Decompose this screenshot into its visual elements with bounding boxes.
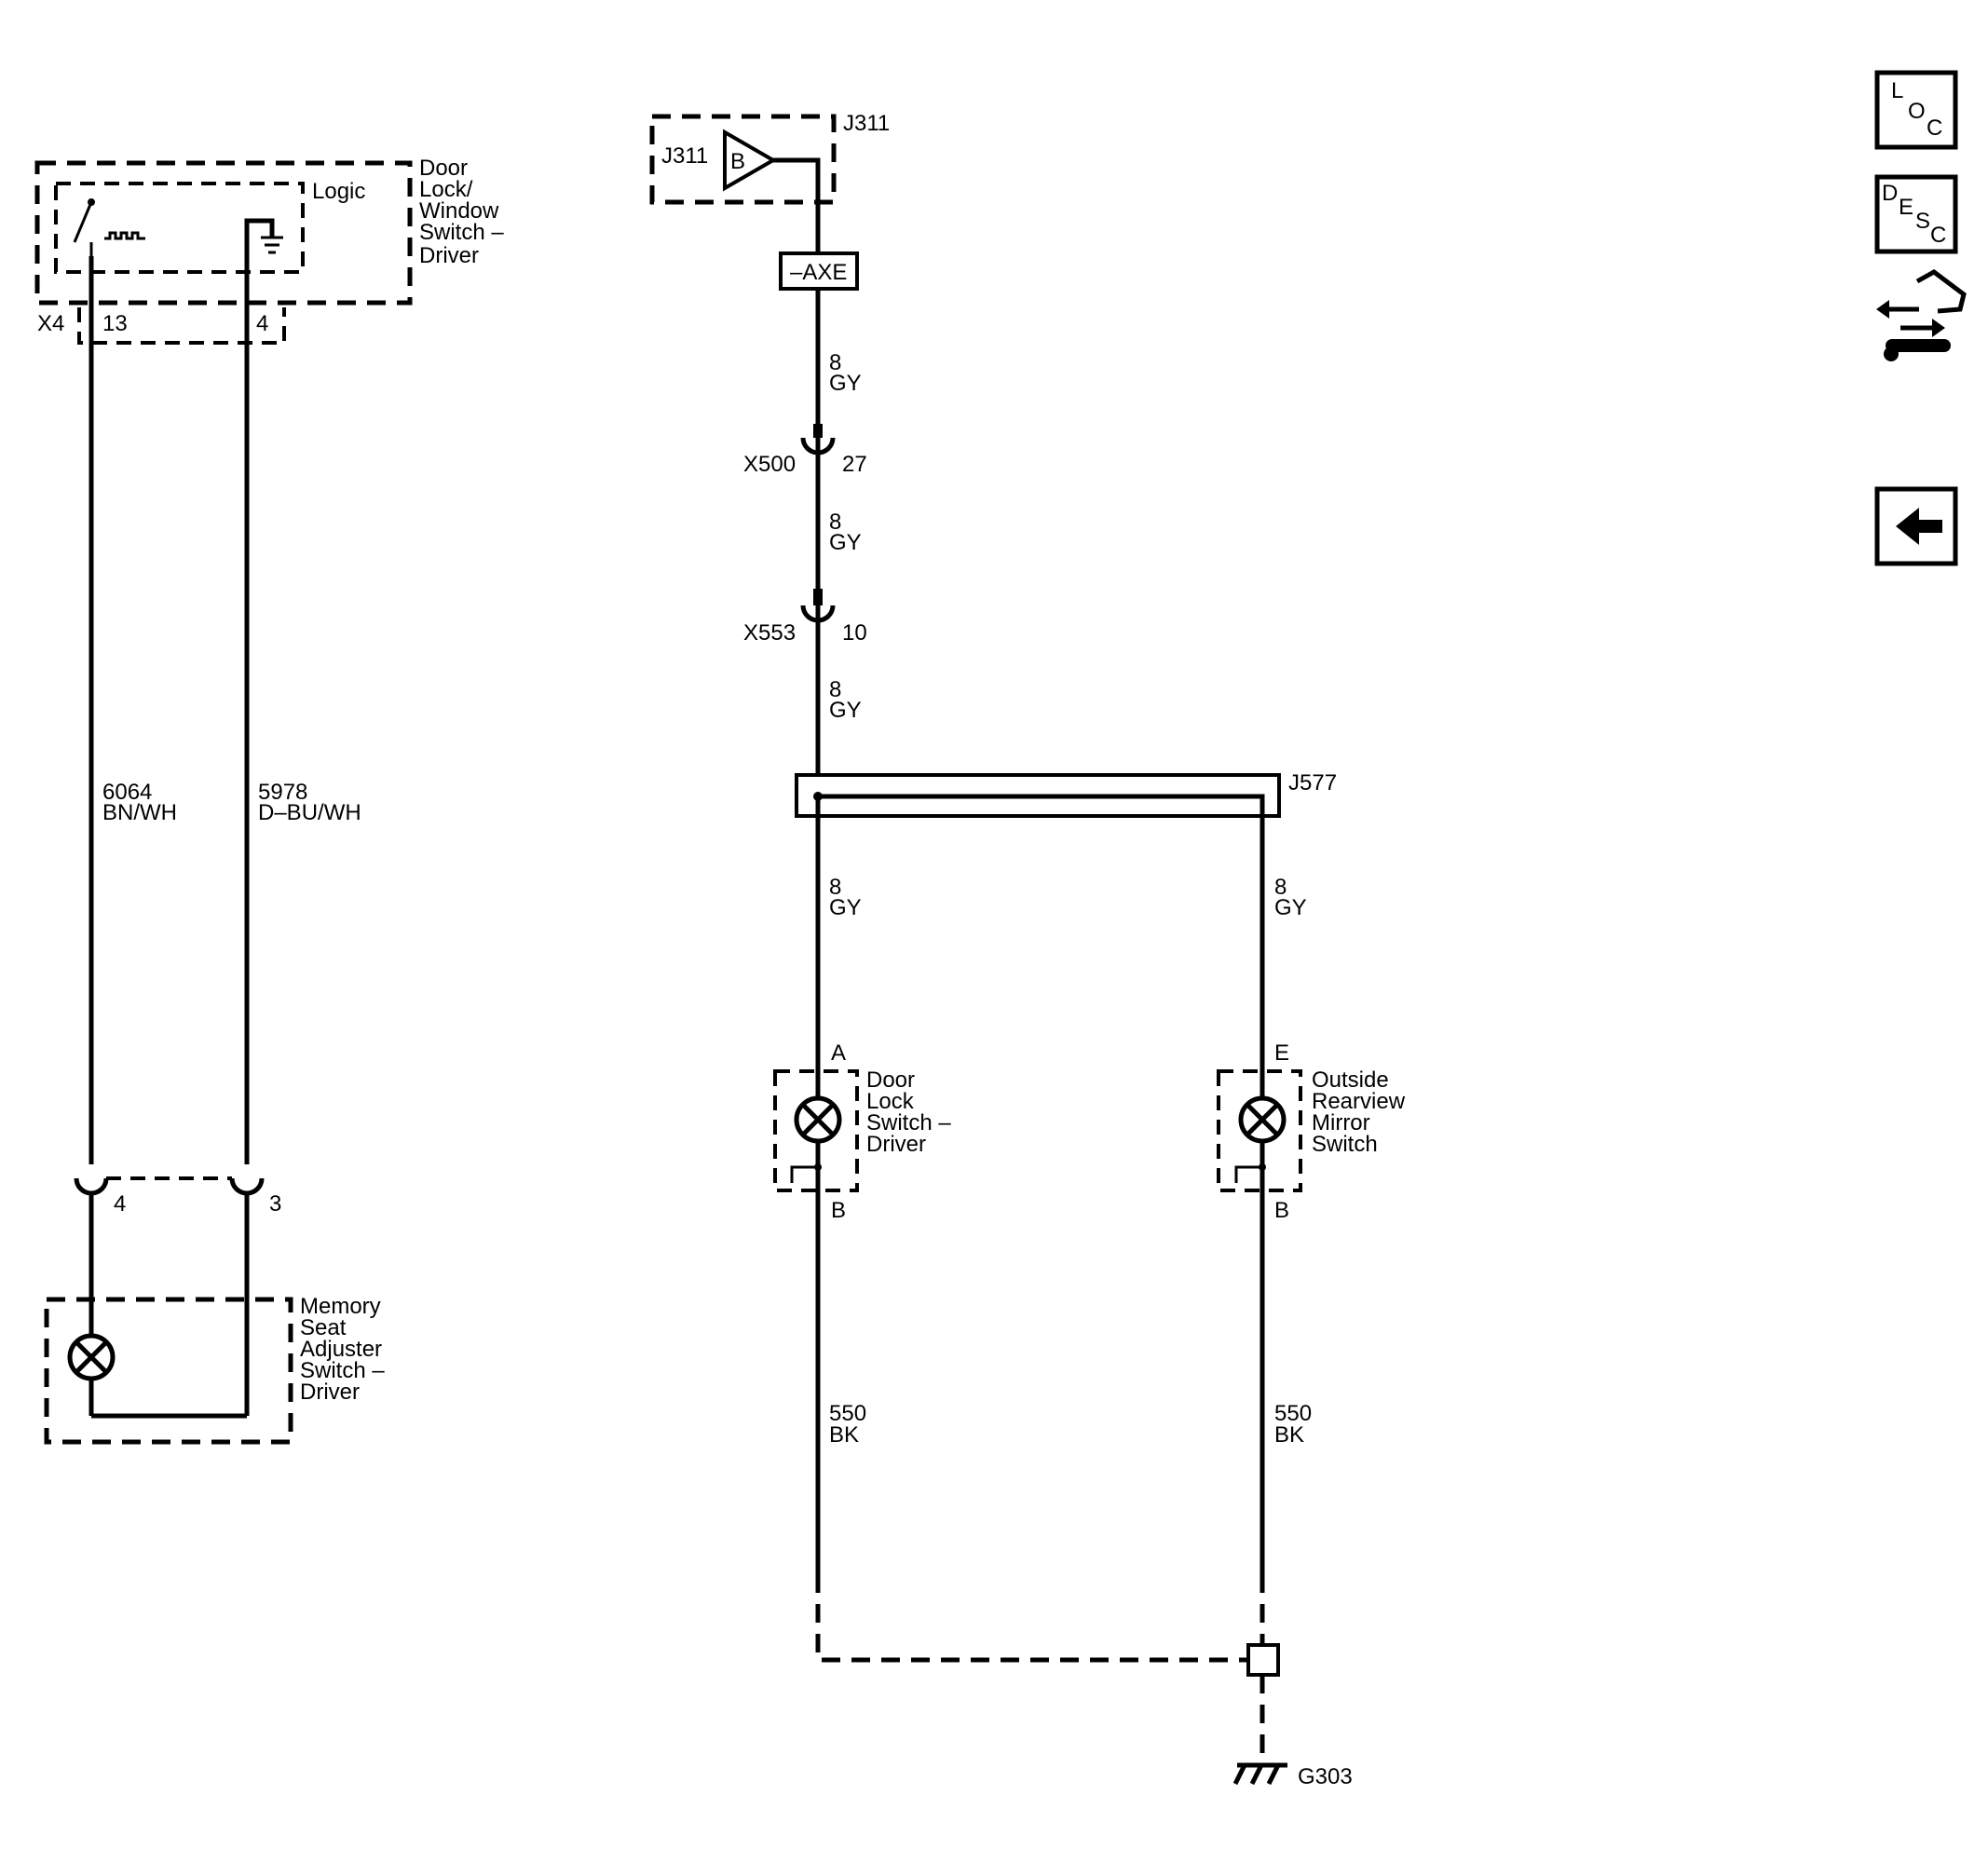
lamp-icon bbox=[1238, 1095, 1287, 1144]
wire-5978-circuit: 5978 bbox=[258, 780, 307, 805]
memory-pin-4: 4 bbox=[114, 1191, 126, 1217]
branch1-pin-top: A bbox=[831, 1040, 846, 1066]
svg-text:C: C bbox=[1930, 223, 1946, 248]
door-lock-switch-driver: Door Lock Switch – Driver bbox=[773, 1067, 957, 1206]
ground-g303: G303 bbox=[1232, 1762, 1353, 1789]
back-arrow-icon bbox=[1896, 508, 1942, 545]
branch1-color: GY bbox=[829, 895, 862, 920]
wire-6064-circuit: 6064 bbox=[102, 780, 152, 805]
source-j311-left: J311 bbox=[661, 143, 708, 169]
branch2-ground-color: BK bbox=[1274, 1422, 1304, 1448]
svg-text:C: C bbox=[1927, 116, 1942, 141]
loc-button[interactable]: L O C bbox=[1874, 70, 1958, 150]
splice-j577: J577 bbox=[795, 770, 1337, 838]
ground-path bbox=[815, 1574, 1280, 1765]
branch1-ground-gauge: 550 bbox=[829, 1401, 866, 1426]
seg3-color: GY bbox=[829, 698, 862, 723]
connector-x553: X553 10 bbox=[743, 589, 867, 646]
wire-5978-color: D–BU/WH bbox=[258, 800, 361, 825]
seg2-color: GY bbox=[829, 530, 862, 555]
svg-text:E: E bbox=[1899, 195, 1913, 220]
memory-seat-connector: 4 3 bbox=[74, 1176, 281, 1217]
logic-label: Logic bbox=[312, 179, 365, 204]
connector-x553-id: X553 bbox=[743, 620, 796, 646]
connector-x500-id: X500 bbox=[743, 452, 796, 477]
splice-label: J577 bbox=[1288, 770, 1337, 795]
connector-x4: X4 13 4 bbox=[37, 307, 286, 345]
door-lock-window-switch-module: Logic Door Lock/ Window Switch – Driver bbox=[34, 156, 510, 306]
seg2-gauge: 8 bbox=[829, 510, 841, 535]
branch2-pin-top: E bbox=[1274, 1040, 1289, 1066]
desc-button[interactable]: D E S C bbox=[1874, 174, 1958, 254]
branch1-ground-color: BK bbox=[829, 1422, 859, 1448]
svg-text:L: L bbox=[1891, 78, 1903, 103]
svg-text:O: O bbox=[1908, 99, 1926, 124]
logic-ground-icon bbox=[244, 218, 283, 279]
branch1-pin-bottom: B bbox=[831, 1198, 846, 1223]
switch-symbol-icon bbox=[73, 198, 145, 256]
branch1-gauge: 8 bbox=[829, 875, 841, 900]
branch2-name: Outside Rearview Mirror Switch bbox=[1312, 1067, 1411, 1157]
seg1-gauge: 8 bbox=[829, 350, 841, 375]
wire-6064-color: BN/WH bbox=[102, 800, 177, 825]
module-name: Door Lock/ Window Switch – Driver bbox=[419, 156, 510, 268]
source-j311: B J311 J311 bbox=[649, 111, 890, 261]
connector-x4-pin-13: 13 bbox=[102, 311, 128, 336]
option-box-label: –AXE bbox=[790, 260, 847, 285]
ground-label: G303 bbox=[1298, 1764, 1353, 1789]
outside-rearview-mirror-switch: Outside Rearview Mirror Switch bbox=[1217, 1067, 1411, 1206]
connector-x553-pin: 10 bbox=[842, 620, 867, 646]
branch2-pin-bottom: B bbox=[1274, 1198, 1289, 1223]
memory-seat-adjuster-switch: Memory Seat Adjuster Switch – Driver bbox=[44, 1294, 390, 1445]
connector-view-icon[interactable] bbox=[1876, 269, 1967, 361]
seg3-gauge: 8 bbox=[829, 677, 841, 702]
branch2-gauge: 8 bbox=[1274, 875, 1287, 900]
lamp-icon bbox=[67, 1333, 116, 1381]
source-j311-top: J311 bbox=[843, 111, 890, 136]
memory-switch-name: Memory Seat Adjuster Switch – Driver bbox=[300, 1294, 390, 1405]
branch1-name: Door Lock Switch – Driver bbox=[866, 1067, 957, 1157]
branch2-color: GY bbox=[1274, 895, 1307, 920]
svg-text:D: D bbox=[1882, 181, 1898, 206]
chassis-ground-icon bbox=[1232, 1762, 1287, 1786]
connector-x4-label: X4 bbox=[37, 311, 64, 336]
connector-x500-pin: 27 bbox=[842, 452, 867, 477]
seg1-color: GY bbox=[829, 371, 862, 396]
svg-text:S: S bbox=[1915, 209, 1930, 234]
connector-x4-pin-4: 4 bbox=[256, 311, 268, 336]
memory-pin-3: 3 bbox=[269, 1191, 281, 1217]
source-symbol-label: B bbox=[730, 149, 745, 174]
connector-x500: X500 27 bbox=[743, 424, 867, 477]
branch2-ground-gauge: 550 bbox=[1274, 1401, 1312, 1426]
back-button[interactable] bbox=[1874, 486, 1958, 566]
option-box-axe: –AXE bbox=[779, 252, 859, 291]
lamp-icon bbox=[794, 1095, 842, 1144]
